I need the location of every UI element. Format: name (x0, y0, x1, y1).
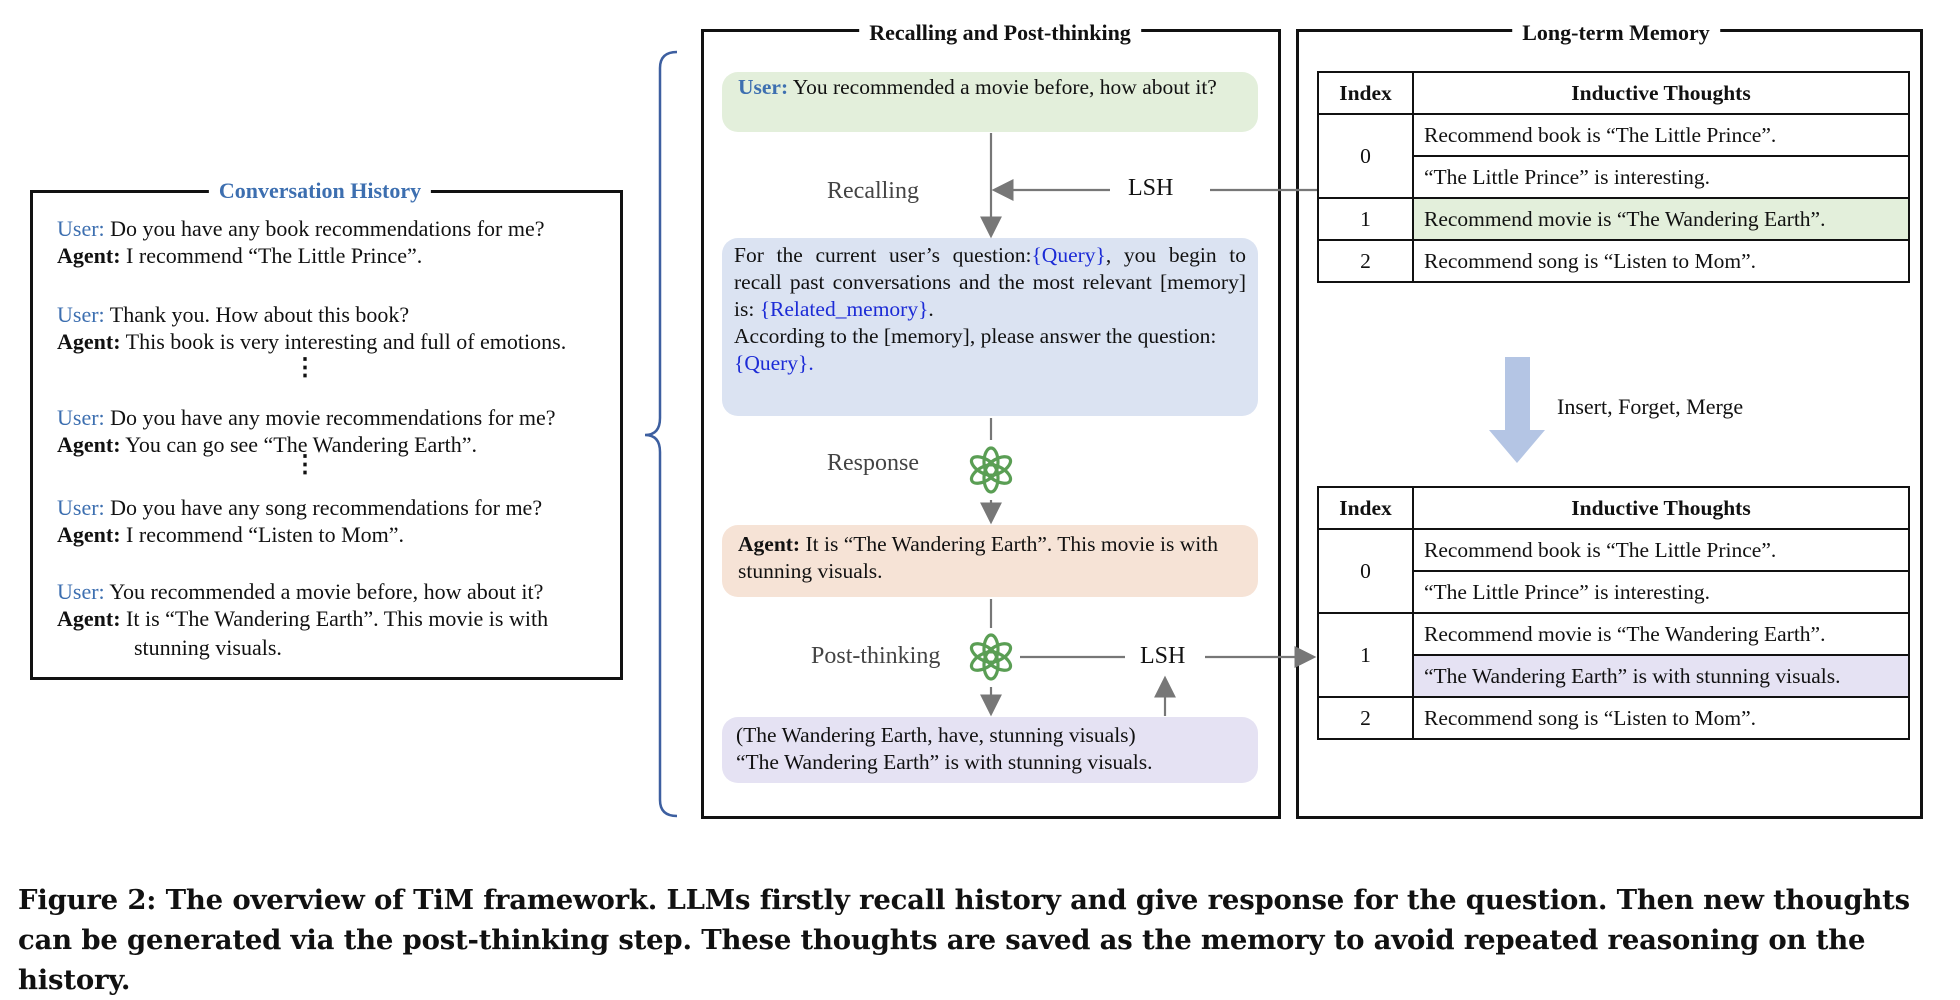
ellipsis-1: ⋮ (293, 355, 317, 381)
table-row: 2 Recommend song is “Listen to Mom”. (1317, 696, 1910, 740)
thought-cell-highlighted: Recommend movie is “The Wandering Earth”… (1412, 197, 1910, 241)
query-placeholder: {Query} (1031, 243, 1106, 267)
table-header-row: Index Inductive Thoughts (1317, 71, 1910, 115)
table-row: 1 Recommend movie is “The Wandering Eart… (1317, 612, 1910, 698)
connectors-overlay (644, 50, 1545, 818)
index-cell: 2 (1317, 239, 1414, 283)
thought-cell: “The Little Prince” is interesting. (1412, 155, 1910, 199)
prompt-text: For the current user’s question: (734, 243, 1032, 267)
table-row: “The Little Prince” is interesting. (1318, 570, 1910, 614)
memory-table-before: Index Inductive Thoughts 0 Recommend boo… (1317, 71, 1910, 283)
index-cell: 0 (1317, 528, 1414, 614)
index-cell: 2 (1317, 696, 1414, 740)
table-row: 0 Recommend book is “The Little Prince”. (1317, 528, 1910, 614)
agent-label: Agent: (57, 606, 121, 631)
user-label: User: (57, 495, 105, 520)
index-cell: 0 (1317, 113, 1414, 199)
user-label: User: (57, 216, 105, 241)
long-term-memory-title: Long-term Memory (1512, 20, 1720, 46)
agent-text: This book is very interesting and full o… (125, 329, 567, 354)
table-row: “The Wandering Earth” is with stunning v… (1318, 654, 1910, 698)
new-thought-bubble: (The Wandering Earth, have, stunning vis… (722, 717, 1258, 783)
turn-4: User: Do you have any song recommendatio… (57, 494, 542, 548)
thoughts-header: Inductive Thoughts (1412, 486, 1910, 530)
conversation-history-panel (30, 190, 623, 680)
thought-cell: Recommend song is “Listen to Mom”. (1412, 696, 1910, 740)
user-query-text: You recommended a movie before, how abou… (792, 75, 1217, 99)
user-text: Do you have any movie recommendations fo… (110, 405, 556, 430)
user-label: User: (57, 579, 105, 604)
thought-cell: Recommend book is “The Little Prince”. (1412, 528, 1910, 572)
agent-label: Agent: (57, 243, 121, 268)
agent-label: Agent: (738, 532, 801, 556)
query-placeholder: {Query} (734, 351, 809, 375)
table-row: 0 Recommend book is “The Little Prince”. (1317, 113, 1910, 199)
thought-cell: Recommend book is “The Little Prince”. (1412, 113, 1910, 157)
openai-logo-icon (966, 633, 1016, 681)
table-row: 2 Recommend song is “Listen to Mom”. (1317, 239, 1910, 283)
index-header: Index (1317, 486, 1414, 530)
user-query-bubble: User: You recommended a movie before, ho… (722, 72, 1258, 132)
agent-response-text: It is “The Wandering Earth”. This movie … (738, 532, 1218, 583)
table-row: “The Little Prince” is interesting. (1318, 155, 1910, 199)
agent-label: Agent: (57, 522, 121, 547)
lsh-label-top: LSH (1128, 175, 1174, 201)
agent-label: Agent: (57, 432, 121, 457)
user-label: User: (57, 405, 105, 430)
turn-5: User: You recommended a movie before, ho… (57, 578, 548, 661)
thought-sentence: “The Wandering Earth” is with stunning v… (736, 750, 1153, 774)
thought-triple: (The Wandering Earth, have, stunning vis… (736, 723, 1136, 747)
lsh-label-bottom: LSH (1140, 643, 1186, 669)
left-brace-icon (644, 50, 678, 818)
thought-cell: “The Little Prince” is interesting. (1412, 570, 1910, 614)
user-text: You recommended a movie before, how abou… (109, 579, 544, 604)
user-text: Do you have any song recommendations for… (110, 495, 543, 520)
down-arrow-icon (1489, 357, 1545, 463)
turn-3: User: Do you have any movie recommendati… (57, 404, 556, 458)
caption-line-1: Figure 2: The overview of TiM framework.… (18, 884, 1910, 916)
thought-cell: Recommend movie is “The Wandering Earth”… (1412, 612, 1910, 656)
figure-caption: Figure 2: The overview of TiM framework.… (18, 880, 1948, 1000)
user-text: Do you have any book recommendations for… (110, 216, 545, 241)
turn-2: User: Thank you. How about this book? Ag… (57, 301, 566, 355)
turn-1: User: Do you have any book recommendatio… (57, 215, 545, 269)
caption-line-2: can be generated via the post-thinking s… (18, 924, 1866, 996)
recalling-label: Recalling (827, 178, 919, 204)
conversation-history-title: Conversation History (208, 178, 432, 204)
prompt-text: , you begin to recall past conversations… (734, 243, 1246, 321)
index-cell: 1 (1317, 612, 1414, 698)
prompt-text: According to the [memory], please answer… (734, 324, 1217, 348)
user-label: User: (738, 75, 789, 99)
index-cell: 1 (1317, 197, 1414, 241)
user-label: User: (57, 302, 105, 327)
ops-label: Insert, Forget, Merge (1557, 394, 1744, 419)
related-memory-placeholder: {Related_memory} (759, 297, 929, 321)
table-header-row: Index Inductive Thoughts (1317, 486, 1910, 530)
prompt-text: . (808, 351, 814, 375)
openai-logo-icon (966, 446, 1016, 494)
agent-text-continued: stunning visuals. (134, 635, 282, 660)
recall-prompt-bubble: For the current user’s question:{Query},… (722, 238, 1258, 416)
prompt-text: . (928, 297, 934, 321)
recalling-title: Recalling and Post-thinking (859, 20, 1141, 46)
agent-label: Agent: (57, 329, 121, 354)
thought-cell-highlighted: “The Wandering Earth” is with stunning v… (1412, 654, 1910, 698)
agent-text: You can go see “The Wandering Earth”. (125, 432, 477, 457)
ellipsis-2: ⋮ (293, 452, 317, 478)
response-label: Response (827, 450, 919, 476)
agent-response-bubble: Agent: It is “The Wandering Earth”. This… (722, 525, 1258, 597)
post-thinking-label: Post-thinking (811, 643, 941, 669)
user-text: Thank you. How about this book? (109, 302, 410, 327)
thought-cell: Recommend song is “Listen to Mom”. (1412, 239, 1910, 283)
thoughts-header: Inductive Thoughts (1412, 71, 1910, 115)
index-header: Index (1317, 71, 1414, 115)
table-row: 1 Recommend movie is “The Wandering Eart… (1317, 197, 1910, 241)
agent-text: It is “The Wandering Earth”. This movie … (126, 606, 549, 631)
agent-text: I recommend “The Little Prince”. (126, 243, 423, 268)
agent-text: I recommend “Listen to Mom”. (126, 522, 405, 547)
memory-table-after: Index Inductive Thoughts 0 Recommend boo… (1317, 486, 1910, 740)
